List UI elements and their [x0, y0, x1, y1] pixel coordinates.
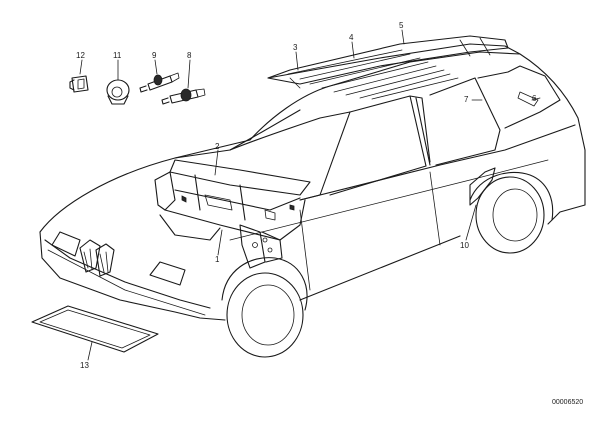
callout-12: 12: [76, 51, 85, 60]
callout-5: 5: [399, 21, 404, 30]
callout-9: 9: [152, 51, 157, 60]
callout-labels: 12 11 9 8 3 4 5 6 7 2 1 10 13 00006520: [76, 21, 583, 406]
grommet-11: [106, 79, 130, 105]
clip-12: [69, 75, 89, 93]
roof-rails: [267, 35, 509, 100]
floor-mat: [31, 305, 159, 353]
screw-8: [161, 88, 206, 105]
callout-1: 1: [215, 255, 220, 264]
callout-4: 4: [349, 33, 354, 42]
callout-2: 2: [215, 142, 220, 151]
rear-window-trim: [517, 91, 539, 107]
rear-wheel: [469, 171, 554, 254]
car-body-outline: [39, 43, 586, 321]
front-wheel: [221, 257, 308, 358]
callout-3: 3: [293, 43, 298, 52]
callout-8: 8: [187, 51, 192, 60]
diagram-code: 00006520: [552, 399, 583, 406]
callout-10: 10: [460, 241, 469, 250]
wheel-arch-trim: [469, 167, 496, 206]
screw-9: [139, 72, 180, 93]
front-panel-assembly: [154, 159, 311, 269]
leader-lines: [79, 29, 541, 361]
callout-6: 6: [532, 94, 537, 103]
callout-11: 11: [113, 51, 122, 60]
callout-7: 7: [464, 95, 469, 104]
callout-13: 13: [80, 361, 89, 370]
